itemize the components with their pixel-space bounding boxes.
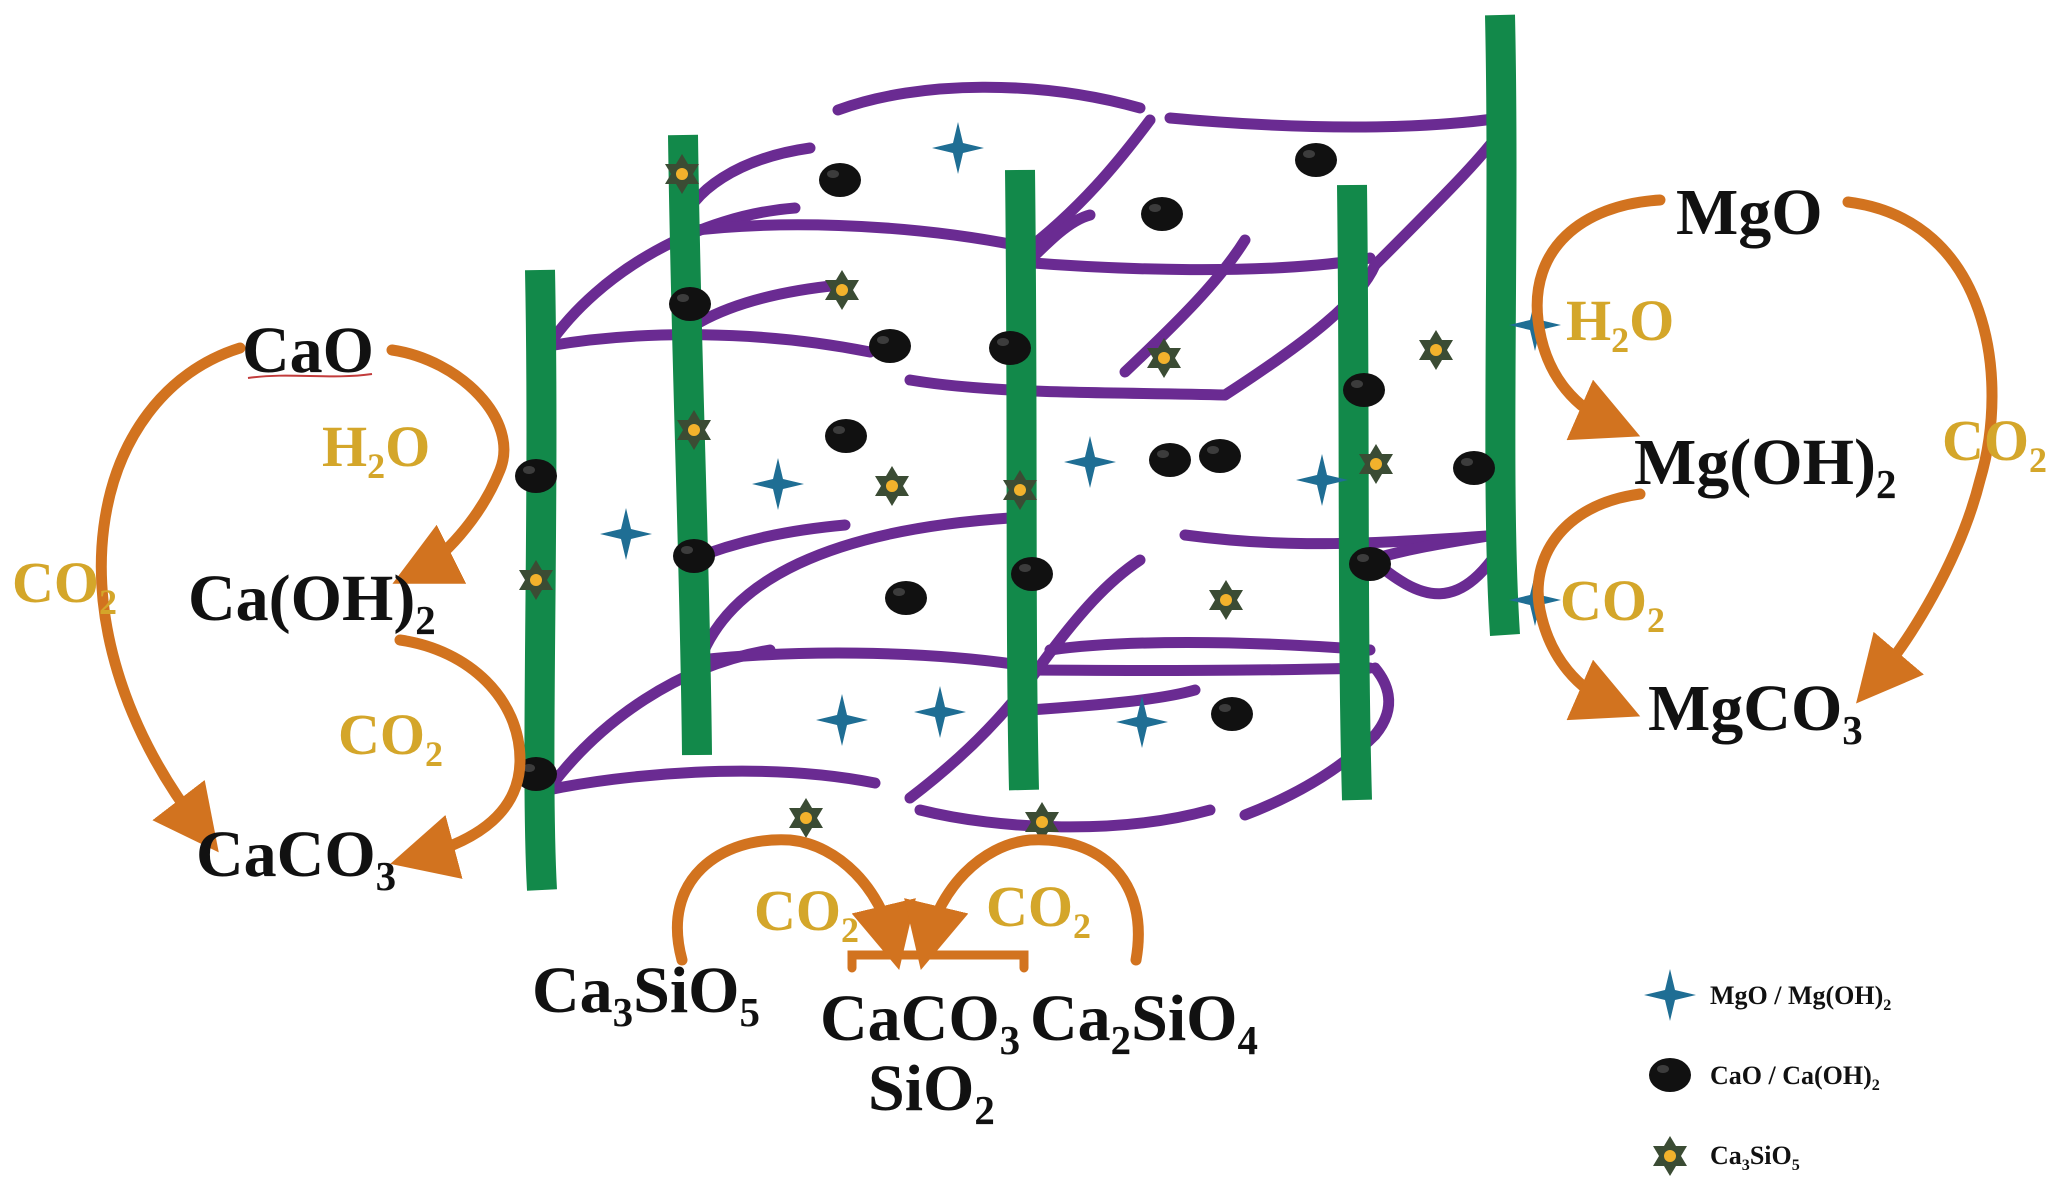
arrow-c3s-to-caco3 — [671, 834, 916, 970]
label-co2-left-outer: CO2 — [12, 550, 117, 622]
bottom-cycle-labels: CO2 CO2 Ca3SiO5 CaCO3 SiO2 Ca2SiO4 — [532, 874, 1258, 1133]
black-sphere-icon — [825, 419, 867, 453]
arrow-caoh2-to-caco3 — [390, 634, 526, 879]
label-caco3-bottom: CaCO3 — [820, 982, 1020, 1063]
black-sphere-icon — [1211, 697, 1253, 731]
arrow-mgoh2-to-mgco3 — [1532, 488, 1646, 721]
label-caoh2: Ca(OH)2 — [188, 562, 436, 643]
label-co2-right-inner: CO2 — [1560, 568, 1665, 640]
four-point-star-icon — [1064, 436, 1116, 488]
black-sphere-icon — [1199, 439, 1241, 473]
legend: MgO / Mg(OH)2 CaO / Ca(OH)2 Ca3SiO5 — [1644, 969, 1891, 1176]
label-h2o-right: H2O — [1566, 288, 1674, 360]
label-co2-right-outer: CO2 — [1942, 408, 2047, 480]
legend-label-ca: CaO / Ca(OH)2 — [1710, 1061, 1880, 1094]
four-point-star-icon — [752, 458, 804, 510]
four-point-star-icon — [816, 694, 868, 746]
black-sphere-icon — [1349, 547, 1391, 581]
fiber-strands — [524, 14, 1520, 891]
arrow-cao-to-caoh2 — [386, 344, 510, 584]
six-point-star-icon — [1653, 1136, 1687, 1176]
four-point-star-icon — [932, 122, 984, 174]
four-point-star-icon — [914, 686, 966, 738]
label-mgo: MgO — [1676, 176, 1823, 249]
label-sio2: SiO2 — [868, 1052, 995, 1133]
label-h2o-left: H2O — [322, 414, 430, 486]
black-sphere-icon — [669, 287, 711, 321]
four-point-star-icon — [1644, 969, 1696, 1021]
label-c3s: Ca3SiO5 — [532, 954, 760, 1035]
arrow-c2s-to-caco3 — [904, 834, 1144, 970]
left-cycle-labels: CaO H2O Ca(OH)2 CO2 CO2 CaCO3 — [12, 314, 443, 899]
right-cycle-labels: MgO H2O Mg(OH)2 CO2 CO2 MgCO3 — [1560, 176, 2047, 753]
label-c2s: Ca2SiO4 — [1030, 982, 1258, 1063]
black-sphere-icon — [673, 539, 715, 573]
cao-underline — [247, 373, 373, 379]
label-co2-bottom-left: CO2 — [754, 878, 859, 950]
arrow-mgo-to-mgco3 — [1842, 196, 1998, 704]
four-point-star-icon — [600, 508, 652, 560]
legend-label-mg: MgO / Mg(OH)2 — [1710, 981, 1891, 1014]
label-co2-bottom-right: CO2 — [986, 874, 1091, 946]
arrow-cao-to-caco3 — [95, 342, 246, 853]
six-point-star-icon — [789, 798, 823, 838]
black-sphere-icon — [1343, 373, 1385, 407]
six-point-star-icon — [1419, 330, 1453, 370]
black-sphere-icon — [885, 581, 927, 615]
reaction-arrows — [95, 194, 1998, 973]
six-point-star-icon — [1209, 580, 1243, 620]
black-sphere-icon — [1649, 1058, 1691, 1092]
black-sphere-icon — [1453, 451, 1495, 485]
black-sphere-icon — [1011, 557, 1053, 591]
black-sphere-icon — [819, 163, 861, 197]
label-caco3-left: CaCO3 — [196, 818, 396, 899]
label-mgco3: MgCO3 — [1648, 672, 1863, 753]
legend-label-c3s: Ca3SiO5 — [1710, 1141, 1800, 1174]
black-sphere-icon — [989, 331, 1031, 365]
six-point-star-icon — [875, 466, 909, 506]
black-sphere-icon — [1141, 197, 1183, 231]
black-sphere-icon — [869, 329, 911, 363]
black-sphere-icon — [515, 459, 557, 493]
black-sphere-icon — [1295, 143, 1337, 177]
label-mgoh2: Mg(OH)2 — [1634, 426, 1896, 507]
label-co2-left-inner: CO2 — [338, 702, 443, 774]
product-bracket — [847, 950, 1029, 973]
arrow-mgo-to-mgoh2 — [1531, 194, 1666, 441]
black-sphere-icon — [1149, 443, 1191, 477]
